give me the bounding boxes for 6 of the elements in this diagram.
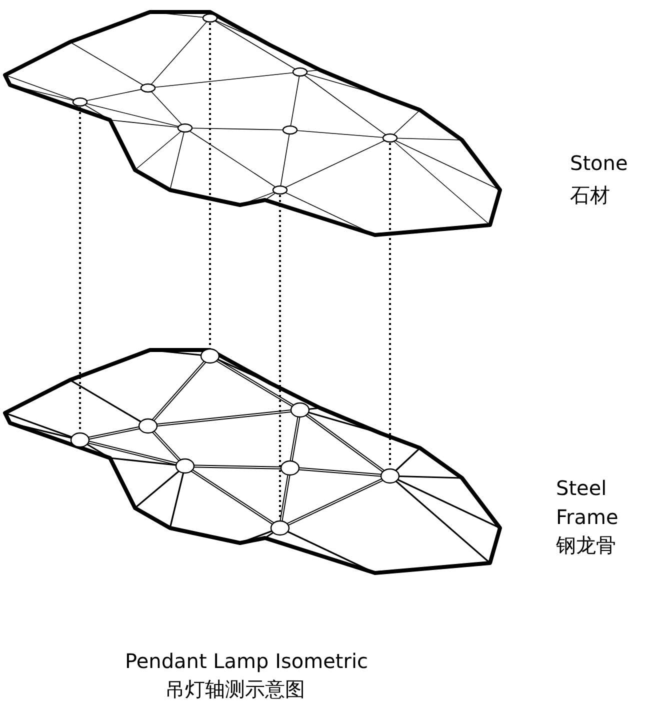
layer-label: 石材 — [570, 182, 610, 208]
caption-text: Pendant Lamp Isometric — [125, 648, 368, 674]
layer-label: 钢龙骨 — [556, 532, 616, 558]
layer-label: Stone — [570, 150, 628, 176]
caption-text: 吊灯轴测示意图 — [165, 676, 305, 702]
layer-label: Steel Frame — [556, 475, 620, 531]
